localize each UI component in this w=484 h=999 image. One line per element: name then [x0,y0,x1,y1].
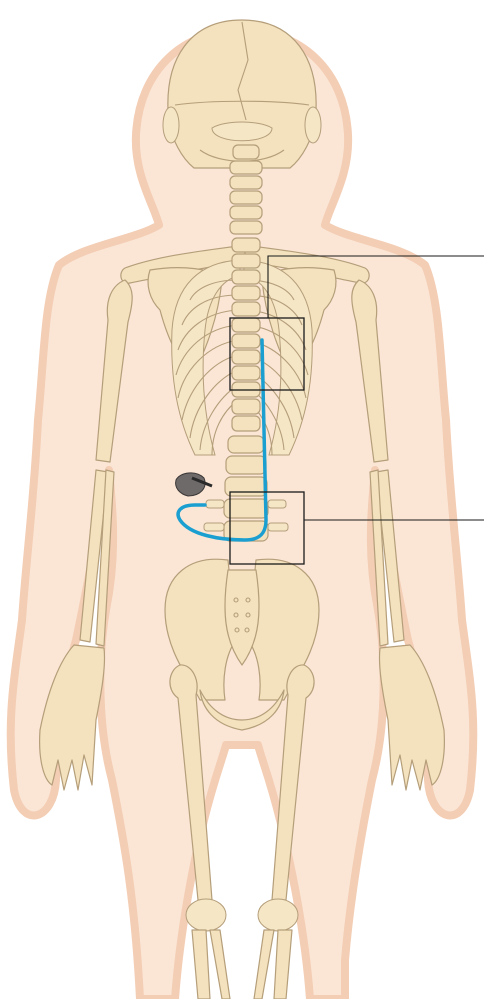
cervical-spine [230,145,262,234]
right-ear [305,107,321,143]
left-ear [163,107,179,143]
